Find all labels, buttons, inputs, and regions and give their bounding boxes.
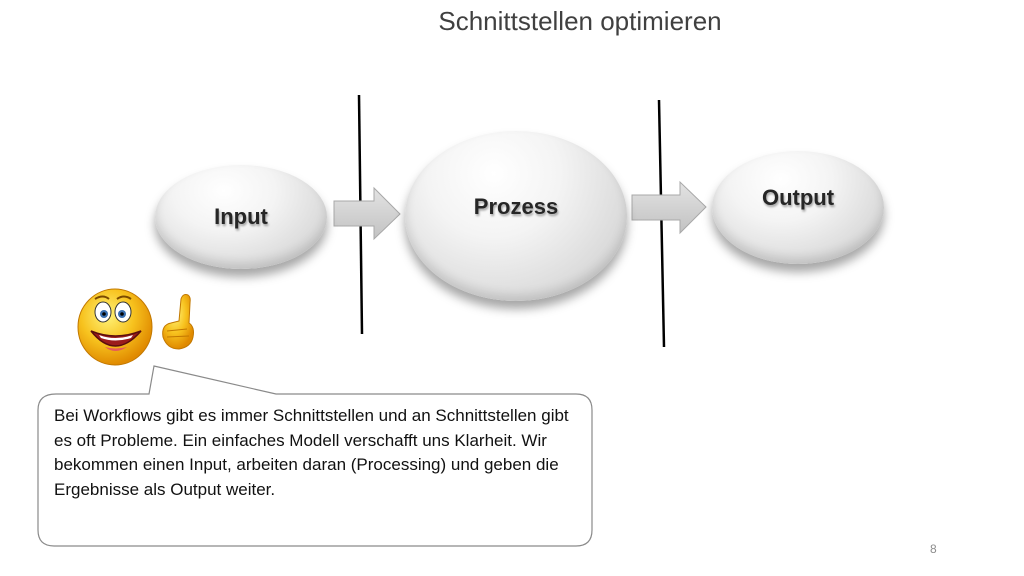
input-node: Input: [155, 165, 327, 269]
divider-line-right: [657, 99, 666, 348]
right-arrow-icon: [631, 180, 707, 235]
callout-text: Bei Workflows gibt es immer Schnittstell…: [54, 406, 569, 499]
page-number: 8: [930, 542, 937, 556]
slide-title: Schnittstellen optimieren: [438, 6, 722, 36]
right-arrow-icon: [333, 186, 401, 241]
pointing-smiley-icon: [77, 288, 194, 366]
input-node-label: Input: [214, 204, 268, 229]
process-node: Prozess: [405, 131, 627, 301]
output-node: Output: [712, 151, 884, 264]
output-node-label: Output: [761, 184, 835, 210]
process-node-label: Prozess: [473, 194, 559, 219]
speech-bubble: [37, 365, 593, 547]
